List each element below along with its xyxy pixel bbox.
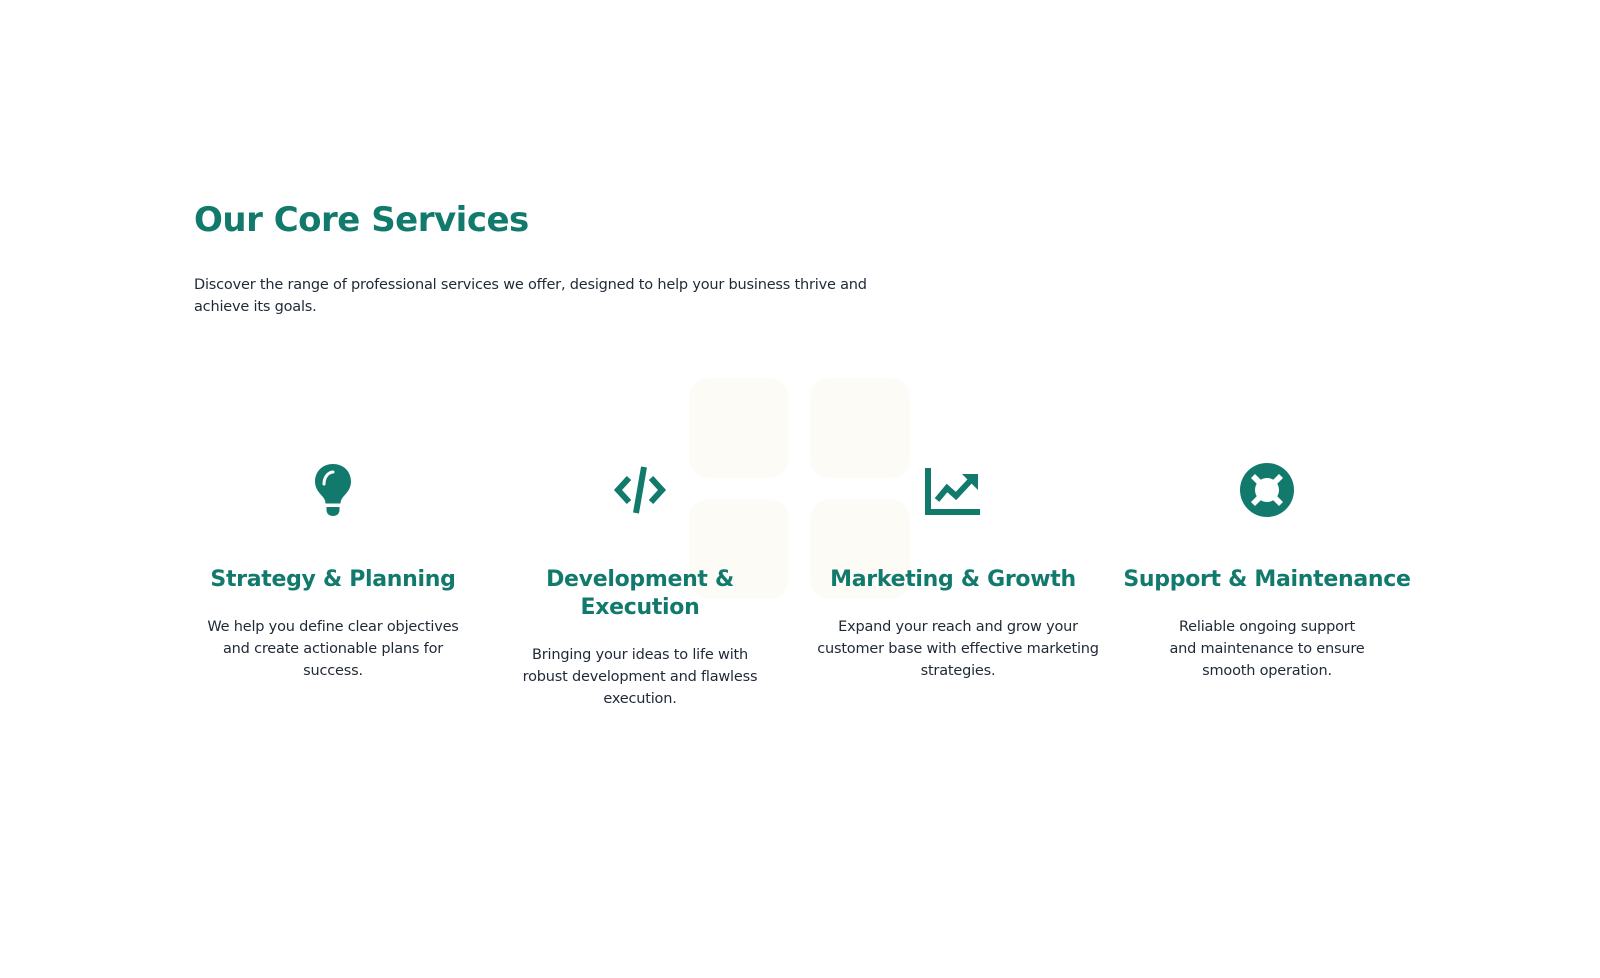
- decorative-square: [689, 378, 789, 478]
- lightbulb-icon: [315, 464, 351, 516]
- service-description: Bringing your ideas to life with robust …: [522, 647, 758, 707]
- service-title: Development & Execution: [546, 567, 734, 620]
- decorative-square: [810, 378, 910, 478]
- service-description: Reliable ongoing support and maintenance…: [1169, 619, 1365, 679]
- decorative-square: [689, 499, 789, 599]
- service-title: Support & Maintenance: [1123, 567, 1411, 592]
- service-card-support: Support & Maintenance Reliable ongoing s…: [1122, 460, 1412, 682]
- decorative-square: [810, 499, 910, 599]
- service-card-strategy: Strategy & Planning We help you define c…: [188, 460, 478, 682]
- section-subtitle: Discover the range of professional servi…: [194, 277, 867, 315]
- service-description: We help you define clear objectives and …: [207, 619, 459, 679]
- section-title: Our Core Services: [194, 200, 529, 240]
- service-card-marketing: Marketing & Growth Expand your reach and…: [808, 460, 1099, 682]
- service-card-development: Development & Execution Bringing your id…: [495, 460, 785, 710]
- life-ring-icon: [1240, 463, 1294, 517]
- service-description: Expand your reach and grow your customer…: [817, 619, 1099, 679]
- service-title: Marketing & Growth: [830, 567, 1076, 592]
- chart-line-icon: [925, 468, 980, 515]
- service-title: Strategy & Planning: [210, 567, 456, 592]
- code-icon: [613, 466, 667, 514]
